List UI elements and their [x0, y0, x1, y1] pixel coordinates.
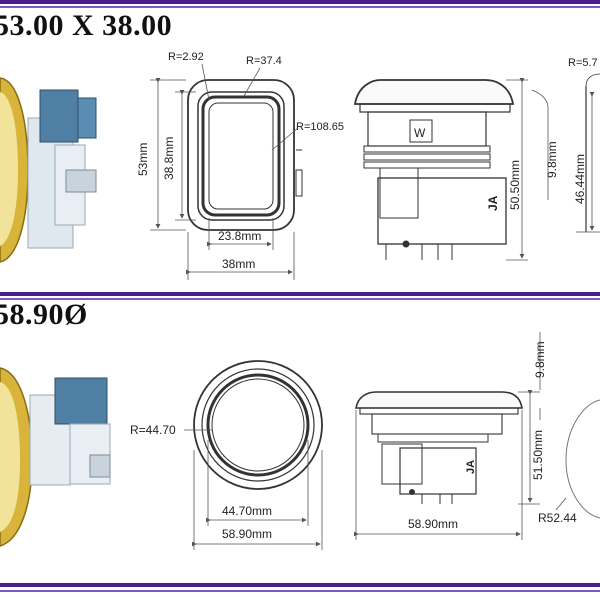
right-height-label: 46.44mm [573, 154, 587, 204]
rect-outer-height-label: 53mm [136, 143, 150, 176]
round-side-dimensions [354, 332, 541, 540]
round-face-radius-label: R=44.70 [130, 423, 176, 437]
round-side-view: JA [355, 391, 523, 504]
rect-outer-width-label: 38mm [222, 257, 255, 271]
round-front-dimensions [184, 429, 323, 550]
round-right-view [555, 399, 600, 519]
middle-stripe [0, 292, 600, 296]
rect-right-view [576, 73, 600, 233]
rect-inner-width-label: 23.8mm [218, 229, 261, 243]
round-right-radius-label: R52.44 [538, 511, 577, 525]
rectangular-button-photo [0, 77, 97, 263]
bottom-title: 58.90Ø [0, 298, 88, 331]
bottom-stripe [0, 583, 600, 587]
rect-front-view [187, 79, 303, 231]
round-side-ja-stamp: JA [465, 460, 477, 474]
round-front-view [193, 360, 323, 490]
rect-inner-height-label: 38.8mm [162, 137, 176, 180]
right-radius-label: R=5.7 [568, 57, 598, 69]
round-button-photo [0, 367, 111, 547]
top-band [0, 6, 600, 8]
side-height-label: 50.50mm [508, 160, 522, 210]
bottom-band [0, 590, 600, 592]
round-inner-width-label: 44.70mm [222, 504, 272, 518]
round-cap-label: 9.8mm [533, 341, 547, 378]
rect-side-dimensions [506, 78, 549, 261]
top-title: 53.00 X 38.00 [0, 9, 173, 42]
rect-top-radius-label: R=37.4 [246, 55, 282, 67]
middle-band [0, 298, 600, 300]
side-w-stamp: W [414, 126, 426, 140]
side-cap-label: 9.8mm [545, 141, 559, 178]
rect-front-dimensions [150, 63, 299, 280]
top-stripe [0, 0, 600, 4]
round-outer-width-label: 58.90mm [222, 527, 272, 541]
side-ja-stamp: JA [486, 195, 500, 211]
rect-side-radius-label: R=108.65 [296, 121, 344, 133]
round-side-width-label: 58.90mm [408, 517, 458, 531]
rect-corner-radius-label: R=2.92 [168, 51, 204, 63]
round-side-height-label: 51.50mm [531, 430, 545, 480]
rect-side-view: W JA [353, 79, 515, 260]
